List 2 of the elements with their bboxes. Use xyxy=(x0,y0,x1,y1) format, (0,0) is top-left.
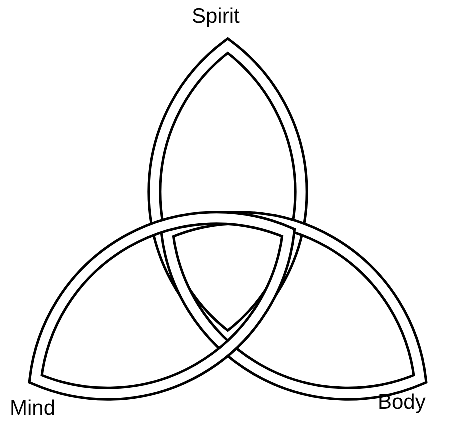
text-label: Mind xyxy=(10,398,56,419)
text-label: Spirit xyxy=(192,6,240,27)
